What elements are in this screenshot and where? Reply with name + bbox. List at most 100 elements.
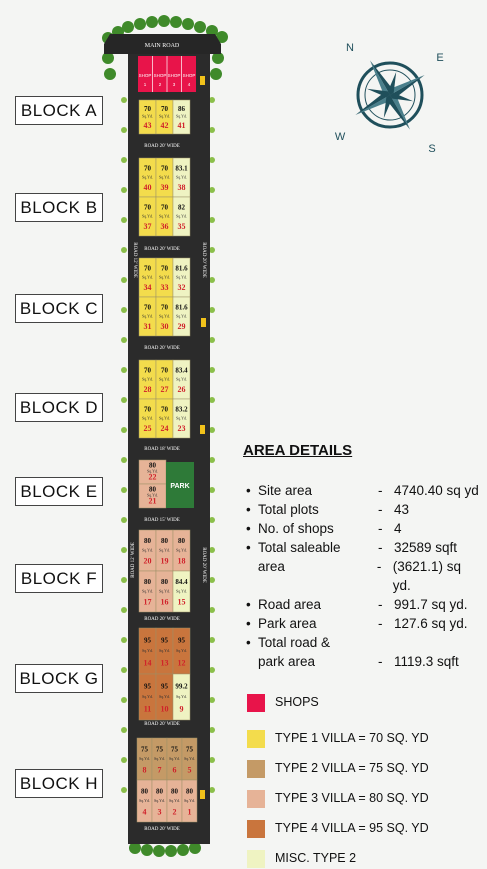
plot-area-value: 75 bbox=[156, 745, 164, 753]
block-label-c: BLOCK C bbox=[15, 294, 103, 323]
plot-unit-label: Sq.Yd. bbox=[176, 313, 187, 318]
plot-unit-label: Sq.Yd. bbox=[142, 648, 153, 653]
compass-w-label: W bbox=[335, 131, 346, 143]
plot-unit-label: Sq.Yd. bbox=[176, 415, 187, 420]
plot-unit-label: Sq.Yd. bbox=[176, 376, 187, 381]
plot-unit-label: Sq.Yd. bbox=[159, 415, 170, 420]
plot-number: 35 bbox=[178, 222, 186, 231]
plot-number: 10 bbox=[161, 705, 169, 714]
shop-number: 2 bbox=[159, 82, 162, 87]
plot-number: 6 bbox=[173, 765, 177, 774]
tree-icon bbox=[212, 52, 224, 64]
road-label: ROAD 20' WIDE bbox=[144, 722, 180, 727]
compass-s-label: S bbox=[428, 143, 435, 155]
bullet-icon: • bbox=[246, 502, 251, 517]
tree-icon bbox=[122, 21, 134, 33]
area-details-title: AREA DETAILS bbox=[243, 442, 353, 459]
plot-unit-label: Sq.Yd. bbox=[159, 588, 170, 593]
plot-number: 37 bbox=[144, 222, 152, 231]
plot-number: 13 bbox=[161, 659, 169, 668]
area-detail-value: 32589 sqft bbox=[394, 540, 458, 555]
area-detail-row: •Site area-4740.40 sq yd bbox=[246, 481, 482, 500]
plot-unit-label: Sq.Yd. bbox=[147, 492, 158, 497]
plot-area-value: 80 bbox=[156, 787, 164, 795]
area-detail-label: park area bbox=[258, 654, 316, 669]
plot-area-value: 81.6 bbox=[175, 303, 188, 311]
bullet-icon: • bbox=[246, 483, 251, 498]
plot-number: 12 bbox=[178, 659, 186, 668]
plot-area-value: 95 bbox=[161, 637, 169, 645]
plot-area-value: 80 bbox=[141, 787, 149, 795]
plot-number: 19 bbox=[161, 557, 169, 566]
car-icon bbox=[200, 76, 205, 85]
plot-area-value: 80 bbox=[161, 537, 169, 545]
tree-icon bbox=[165, 845, 177, 857]
plot-number: 40 bbox=[144, 183, 152, 192]
compass-rose-icon: N E S W bbox=[335, 42, 444, 155]
dash-separator: - bbox=[376, 559, 382, 574]
plot-unit-label: Sq.Yd. bbox=[147, 468, 158, 473]
road-label-vertical: ROAD 20' WIDE bbox=[201, 547, 206, 583]
plot-number: 31 bbox=[144, 322, 152, 331]
area-detail-value: 4740.40 sq yd bbox=[394, 483, 479, 498]
plot-area-value: 70 bbox=[144, 164, 152, 172]
block-label-d: BLOCK D bbox=[15, 393, 103, 422]
tree-icon bbox=[189, 842, 201, 854]
plot-shape bbox=[172, 196, 191, 237]
block-label-f: BLOCK F bbox=[15, 564, 103, 593]
plot-32: 81.6Sq.Yd.32 bbox=[172, 257, 191, 298]
plots-layer: 70Sq.Yd.4370Sq.Yd.4286Sq.Yd.4170Sq.Yd.40… bbox=[136, 99, 198, 823]
plot-number: 33 bbox=[161, 283, 169, 292]
dash-separator: - bbox=[378, 654, 383, 669]
plot-unit-label: Sq.Yd. bbox=[142, 547, 153, 552]
legend-swatch bbox=[247, 760, 265, 778]
plot-area-value: 70 bbox=[161, 366, 169, 374]
dash-separator: - bbox=[378, 616, 383, 631]
tree-icon bbox=[158, 15, 170, 27]
area-detail-label: Total road & bbox=[258, 635, 331, 650]
plot-area-value: 80 bbox=[186, 787, 194, 795]
plot-area-value: 70 bbox=[144, 264, 152, 272]
plot-number: 7 bbox=[158, 765, 162, 774]
area-detail-row: park area-1119.3 sqft bbox=[246, 652, 482, 671]
plot-shape bbox=[172, 570, 191, 613]
tree-icon bbox=[177, 844, 189, 856]
tree-icon bbox=[129, 842, 141, 854]
plot-shape bbox=[181, 779, 198, 823]
shop-label: SHOP bbox=[154, 73, 167, 78]
road-label-vertical: ROAD 12' WIDE bbox=[131, 542, 136, 578]
area-detail-value: 4 bbox=[394, 521, 402, 536]
plot-unit-label: Sq.Yd. bbox=[142, 376, 153, 381]
plot-shape bbox=[172, 398, 191, 439]
plot-area-value: 80 bbox=[149, 486, 157, 494]
plot-number: 39 bbox=[161, 183, 169, 192]
bullet-icon: • bbox=[246, 616, 251, 631]
plot-area-value: 80 bbox=[149, 462, 157, 470]
tree-icon bbox=[170, 16, 182, 28]
plot-area-value: 80 bbox=[161, 578, 169, 586]
block-label-e: BLOCK E bbox=[15, 477, 103, 506]
plot-number: 21 bbox=[149, 497, 157, 506]
plot-unit-label: Sq.Yd. bbox=[139, 756, 150, 761]
bullet-icon: • bbox=[246, 540, 251, 555]
plot-unit-label: Sq.Yd. bbox=[159, 114, 170, 119]
plot-number: 16 bbox=[161, 598, 169, 607]
plot-area-value: 70 bbox=[144, 203, 152, 211]
legend-label: SHOPS bbox=[275, 695, 319, 709]
area-detail-label: Site area bbox=[258, 483, 313, 498]
plot-number: 36 bbox=[161, 222, 169, 231]
block-label-b: BLOCK B bbox=[15, 193, 103, 222]
plot-area-value: 70 bbox=[144, 105, 152, 113]
area-detail-value: 127.6 sq yd. bbox=[394, 616, 468, 631]
legend-label: TYPE 4 VILLA = 95 SQ. YD bbox=[275, 821, 429, 835]
shop-label: SHOP bbox=[139, 73, 152, 78]
plot-area-value: 95 bbox=[178, 637, 186, 645]
